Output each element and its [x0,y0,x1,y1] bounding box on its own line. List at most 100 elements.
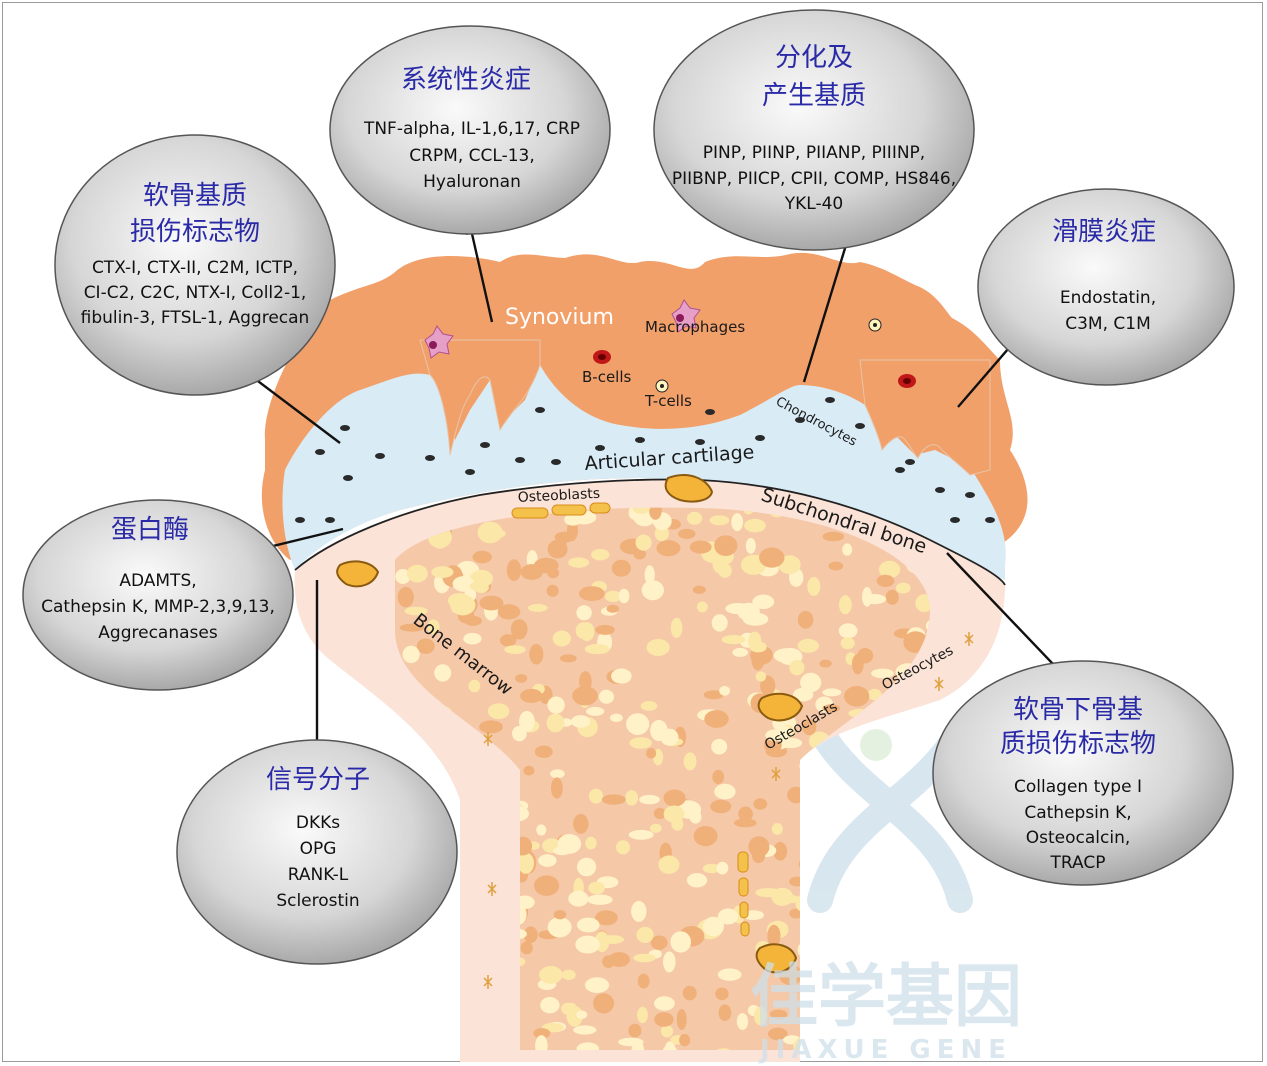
b-cells-label: B-cells [582,368,632,386]
marrow-fat-cell [431,566,454,578]
marrow-fat-cell [867,688,882,701]
marrow-fat-cell [773,648,800,663]
marrow-fat-cell [798,858,811,870]
articular-cartilage-layer [282,365,1006,580]
marrow-fat-cell [481,528,506,539]
marrow-fat-cell [822,688,842,697]
marrow-fat-cell [641,580,664,601]
marrow-fat-cell [588,881,605,895]
marrow-fat-cell [683,752,697,771]
marrow-fat-cell [731,513,744,532]
marrow-fat-cell [512,725,527,742]
bubble-protease-line: ADAMTS, [119,571,196,591]
marrow-fat-cell [663,805,685,823]
marrow-fat-cell [742,612,769,626]
marrow-fat-cell [654,1012,674,1027]
marrow-fat-cell [719,685,730,696]
marrow-fat-cell [425,1042,436,1050]
marrow-fat-cell [585,836,597,850]
chondrocyte-dot [950,517,960,523]
marrow-fat-cell [520,688,543,703]
bubble-cartilage-line: fibulin-3, FTSL-1, Aggrecan [81,308,310,328]
marrow-fat-cell [877,854,904,865]
marrow-fat-cell [610,713,623,722]
marrow-fat-cell [696,601,708,613]
marrow-fat-cell [745,537,756,554]
arrow-systemic [466,222,494,323]
marrow-fat-cell [844,686,870,707]
marrow-fat-cell [789,908,803,919]
marrow-fat-cell [561,969,576,981]
marrow-fat-cell [436,926,461,941]
shaft-osteoblasts [737,851,750,937]
marrow-fat-cell [535,1035,548,1050]
marrow-fat-cell [692,585,706,594]
marrow-fat-cell [819,772,839,787]
osteoblast-cells [511,502,611,519]
marrow-fat-cell [803,825,816,838]
marrow-fat-cell [629,737,652,749]
marrow-fat-cell [714,535,738,556]
chondrocyte-dot [795,417,805,423]
t-cell-markers [655,318,882,393]
marrow-fat-cell [878,938,890,953]
bubble-protease-line: Cathepsin K, MMP-2,3,9,13, [41,597,275,617]
bubble-differentiation-title: 产生基质 [762,81,866,111]
marrow-fat-cell [654,996,675,1011]
marrow-fat-cell [822,704,841,713]
marrow-fat-cell [554,531,576,543]
bubble-synovial-line: C3M, C1M [1065,314,1151,334]
bubble-subchondral-line: Cathepsin K, [1024,803,1131,823]
bubble-signaling-molecules: 信号分子 DKKs OPG RANK-L Sclerostin [176,739,458,965]
marrow-fat-cell [714,783,736,800]
chondrocyte-dot [595,445,605,451]
chondrocyte-dot [295,517,305,523]
marrow-fat-cell [686,873,708,888]
marrow-fat-cell [765,729,789,742]
chondrocyte-dot [905,459,915,465]
marrow-fat-cell [577,917,600,933]
marrow-fat-cell [595,910,618,926]
marrow-fat-cell [748,631,762,650]
marrow-fat-cell [663,789,686,807]
marrow-fat-cell [504,645,526,654]
marrow-fat-cell [744,518,766,533]
marrow-fat-cell [798,761,818,771]
marrow-fat-cell [656,540,681,557]
chondrocyte-dot [825,397,835,403]
marrow-fat-cell [517,852,535,874]
marrow-fat-cell [654,526,669,541]
marrow-fat-cell [479,595,504,611]
bubble-subchondral-line: Osteocalcin, [1026,828,1131,848]
marrow-fat-cell [598,689,615,704]
marrow-fat-cell [404,1000,431,1011]
marrow-fat-cell [861,868,884,890]
marrow-fat-cell [572,686,598,706]
chondrocyte-dot [325,517,335,523]
bubble-subchondral-line: TRACP [1050,853,1106,873]
marrow-fat-cell [752,594,775,609]
marrow-fat-cell [534,875,560,896]
marrow-fat-cell [897,941,915,952]
marrow-fat-cell [871,668,894,679]
marrow-fat-cell [547,696,565,714]
bubble-synovial-line: Endostatin, [1060,288,1156,308]
bubble-synovial-title: 滑膜炎症 [1052,217,1156,247]
marrow-fat-cell [625,790,639,806]
marrow-fat-cell [718,1004,732,1021]
marrow-fat-cell [738,806,753,822]
bubble-cartilage-title: 软骨基质 [143,181,247,211]
macrophages-label: Macrophages [645,318,745,336]
marrow-fat-cell [650,935,668,950]
marrow-fat-cell [649,507,662,520]
marrow-fat-cell [616,840,630,855]
marrow-fat-cell [767,1027,788,1041]
marrow-fat-cell [670,931,691,953]
marrow-fat-cell [797,610,814,629]
chondrocyte-dot [551,459,561,465]
marrow-fat-cell [802,718,817,736]
marrow-fat-cell [579,586,605,601]
bubble-cartilage-matrix: 软骨基质 损伤标志物 CTX-I, CTX-II, C2M, ICTP, CI-… [54,134,336,396]
marrow-fat-cell [807,576,821,596]
bubble-signaling-line: RANK-L [288,865,349,885]
